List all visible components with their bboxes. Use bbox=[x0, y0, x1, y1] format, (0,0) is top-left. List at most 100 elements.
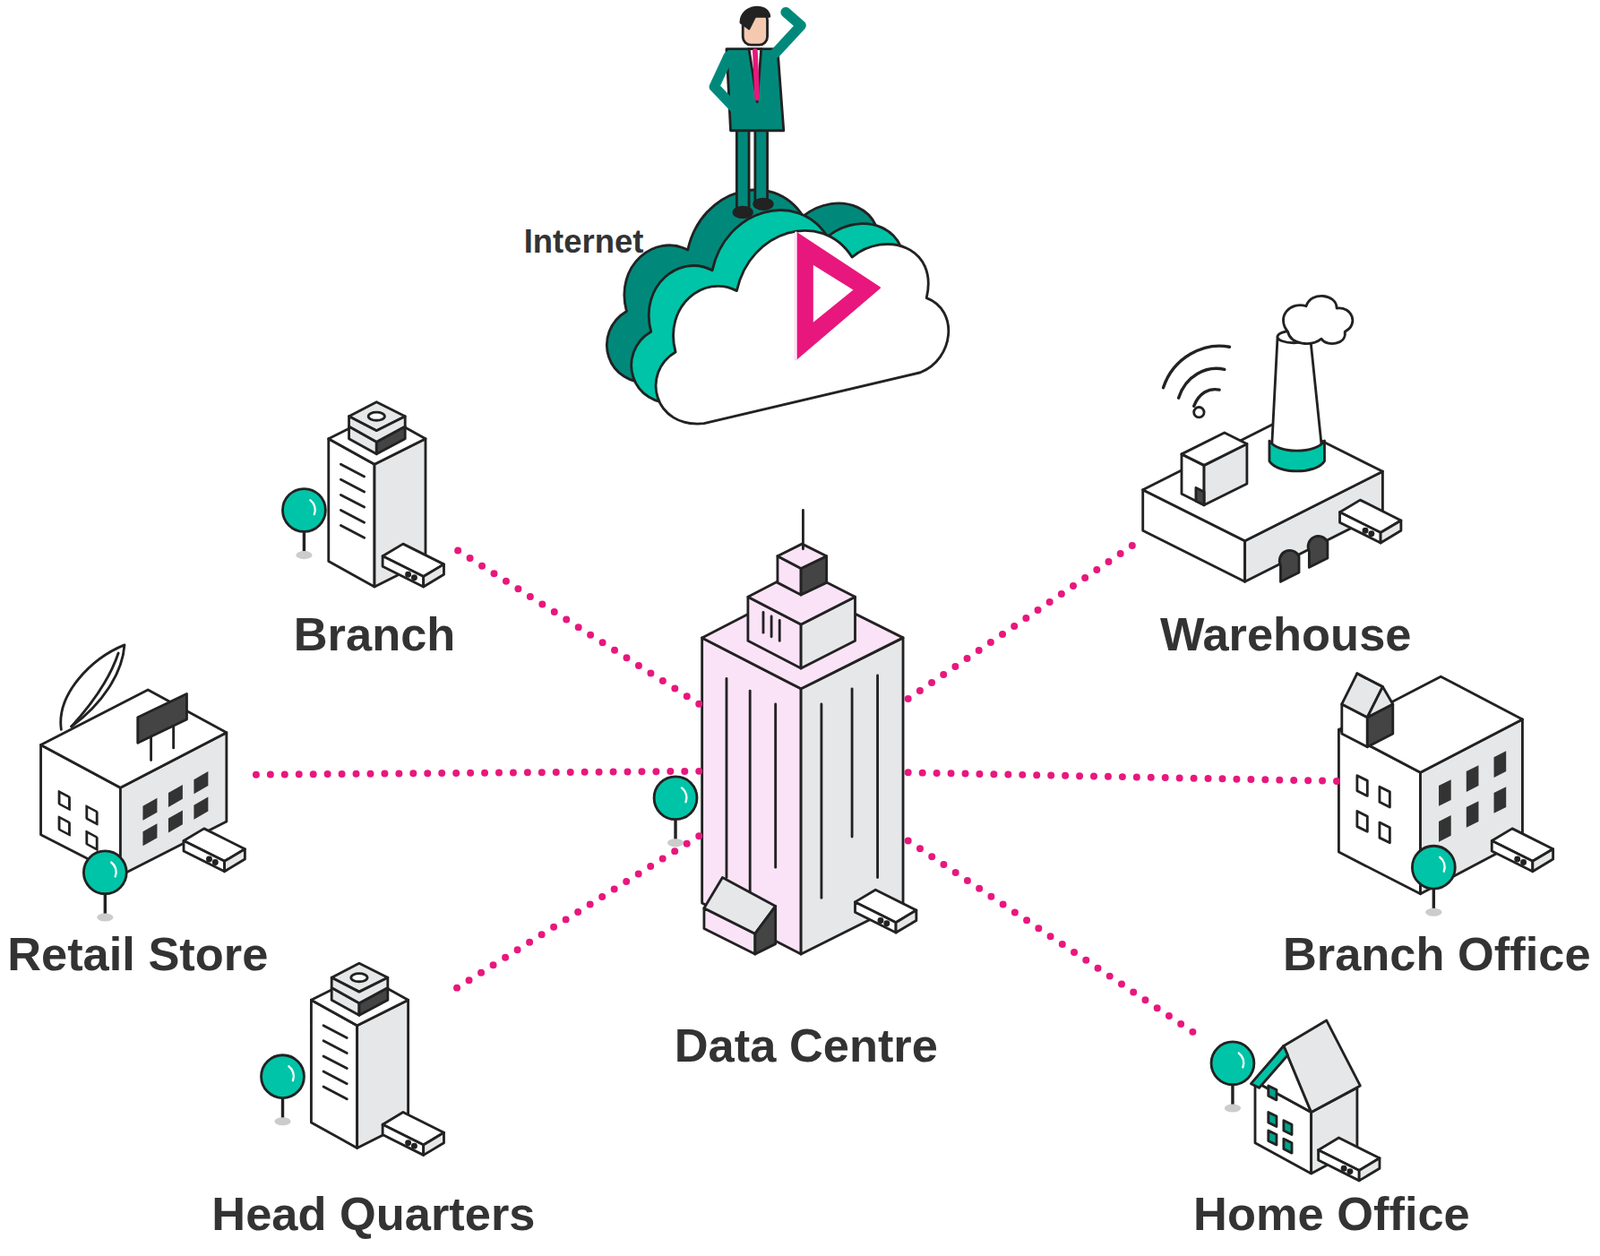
cloud-node: Internet bbox=[624, 178, 945, 429]
dotted-link bbox=[908, 772, 1337, 782]
site-label: Branch bbox=[293, 609, 456, 662]
person-figure-part bbox=[713, 56, 737, 111]
home-office-building-part bbox=[1318, 1137, 1380, 1181]
person-figure-part bbox=[726, 49, 784, 131]
site-label: Home Office bbox=[1193, 1188, 1471, 1241]
retail-store-building-part-part bbox=[86, 806, 97, 825]
dotted-link bbox=[908, 840, 1205, 1040]
retail-store-building-part-part bbox=[59, 817, 69, 835]
data-centre-building-part bbox=[702, 637, 801, 955]
person-figure-part bbox=[736, 122, 749, 210]
site-node: Warehouse bbox=[1140, 295, 1428, 587]
home-office-building-part bbox=[1283, 1020, 1360, 1113]
cloud-icon-part bbox=[795, 232, 879, 360]
branch-office-building-part-part bbox=[1438, 815, 1452, 843]
data-centre-building-part bbox=[653, 776, 697, 848]
home-office-building-part bbox=[1250, 1046, 1288, 1089]
data-centre-building-part bbox=[876, 675, 879, 878]
site-node: Home Office bbox=[1204, 1015, 1368, 1174]
home-office-building-part-part bbox=[1268, 1130, 1277, 1145]
home-office-building-part-part bbox=[1283, 1120, 1292, 1136]
retail-store-building-part-part bbox=[168, 784, 183, 808]
cloud-icon-part bbox=[655, 230, 949, 424]
person-figure-part bbox=[755, 122, 768, 205]
headquarters-building-part bbox=[382, 1112, 444, 1156]
data-centre-building-part bbox=[778, 620, 782, 642]
branch-office-building-part-part bbox=[1379, 786, 1390, 808]
data-centre-building bbox=[653, 510, 917, 955]
data-centre-building-part bbox=[755, 905, 776, 955]
person-figure-part bbox=[775, 12, 801, 54]
retail-store-building-part-part bbox=[193, 797, 208, 820]
home-office-building-part-part bbox=[1268, 1112, 1277, 1127]
warehouse-building-part bbox=[1271, 336, 1323, 465]
branch-building-part bbox=[382, 543, 444, 587]
cloud-icon-part bbox=[794, 232, 797, 360]
home-office-building-part-part bbox=[1283, 1138, 1292, 1153]
branch-office-building-part bbox=[1491, 828, 1553, 872]
site-label: Internet bbox=[524, 223, 645, 260]
warehouse-building-part bbox=[1162, 345, 1230, 406]
data-centre-building-part bbox=[774, 704, 777, 868]
site-label: Warehouse bbox=[1160, 609, 1411, 662]
home-office-building bbox=[1211, 1020, 1380, 1181]
branch-office-building-part bbox=[1438, 750, 1506, 842]
home-office-building-part-part bbox=[1268, 1085, 1277, 1101]
branch-office-building-part bbox=[1411, 845, 1455, 917]
branch-office-building-part-part bbox=[1438, 779, 1452, 807]
warehouse-building-part bbox=[1195, 487, 1205, 505]
retail-store-building-part-part bbox=[142, 798, 157, 821]
branch-office-building-part-part bbox=[1466, 800, 1480, 828]
cloud-icon bbox=[606, 189, 948, 424]
data-centre-building-part bbox=[855, 889, 917, 933]
data-centre-building-part bbox=[801, 510, 805, 550]
person-figure-part bbox=[733, 206, 753, 217]
site-node: Data Centre bbox=[698, 632, 909, 909]
data-centre-building-part bbox=[819, 704, 823, 898]
warehouse-building-part bbox=[1194, 406, 1205, 417]
data-centre-building-part bbox=[770, 616, 774, 637]
person-figure-part bbox=[755, 51, 757, 98]
warehouse-building-part bbox=[1269, 440, 1325, 472]
retail-store-building-part bbox=[183, 828, 245, 872]
retail-store-building-part bbox=[137, 694, 188, 744]
data-centre-building-part bbox=[762, 611, 766, 633]
data-centre-building-part bbox=[725, 678, 729, 878]
branch-building-part bbox=[283, 489, 327, 560]
retail-store-building-part bbox=[59, 791, 97, 851]
retail-store-building bbox=[41, 645, 246, 922]
branch-office-building-part-part bbox=[1494, 786, 1507, 814]
site-node: Retail Store bbox=[35, 643, 246, 909]
retail-store-building-part-part bbox=[59, 791, 69, 810]
site-label: Data Centre bbox=[674, 1020, 938, 1073]
retail-store-building-part-part bbox=[86, 832, 97, 851]
site-node: Branch Office bbox=[1336, 668, 1541, 898]
branch-building bbox=[283, 402, 445, 587]
warehouse-building-part bbox=[1340, 499, 1402, 543]
branch-office-building-part bbox=[1357, 673, 1394, 718]
person-figure bbox=[713, 7, 801, 217]
dotted-link bbox=[448, 544, 699, 704]
person-figure-part bbox=[754, 198, 774, 209]
warehouse-building-part bbox=[1279, 536, 1328, 583]
branch-office-building bbox=[1338, 673, 1553, 917]
headquarters-building-part bbox=[261, 1055, 305, 1127]
data-centre-building-part bbox=[851, 688, 854, 837]
retail-store-building-part-part bbox=[142, 823, 157, 846]
retail-store-building-part bbox=[83, 851, 127, 922]
retail-store-building-part bbox=[41, 689, 227, 788]
home-office-building-part bbox=[1268, 1085, 1292, 1153]
data-centre-building-part bbox=[748, 690, 752, 898]
site-label: Branch Office bbox=[1282, 928, 1592, 981]
branch-office-building-part bbox=[1357, 775, 1390, 844]
person-figure-part bbox=[740, 7, 770, 29]
dotted-link bbox=[448, 835, 699, 993]
site-node: Head Quarters bbox=[255, 948, 449, 1159]
person-figure-part bbox=[748, 49, 762, 103]
retail-store-building-part-part bbox=[193, 771, 208, 794]
branch-office-building-part-part bbox=[1357, 811, 1368, 833]
dotted-link bbox=[908, 539, 1142, 699]
retail-store-building-part-part bbox=[168, 809, 183, 833]
site-label: Retail Store bbox=[7, 928, 268, 981]
